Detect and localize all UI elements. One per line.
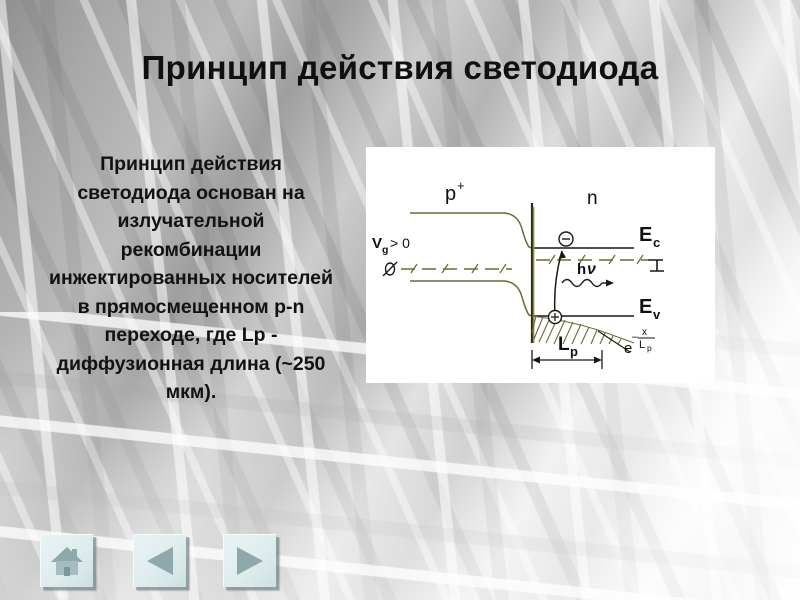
home-icon xyxy=(51,547,83,576)
electron-symbol xyxy=(558,231,574,247)
label-conduction-band: E xyxy=(639,224,652,246)
decay-minus-sign: – xyxy=(632,331,639,343)
quasi-fermi-level-n xyxy=(536,254,664,272)
band-edges-group xyxy=(410,212,533,317)
label-n-region: n xyxy=(587,188,598,209)
label-exponential-decay: e – x L p xyxy=(624,327,655,357)
next-slide-button[interactable] xyxy=(223,534,276,587)
figure-background xyxy=(366,147,715,383)
label-valence-band: E xyxy=(639,296,652,318)
label-photon-h: h xyxy=(577,261,586,278)
previous-slide-button[interactable] xyxy=(133,534,186,587)
diffusion-length-dimension xyxy=(531,350,603,369)
label-p-superscript: + xyxy=(457,178,465,193)
label-bias-voltage: V xyxy=(372,235,382,252)
quasi-fermi-level-p xyxy=(401,263,512,274)
label-valence-band-subscript: v xyxy=(653,307,661,322)
label-bias-condition: > 0 xyxy=(390,235,410,251)
decay-denominator-p: p xyxy=(647,343,652,353)
decay-numerator: x xyxy=(642,327,647,338)
led-band-diagram-figure: p + n V g > 0 E c E v h ν L p e – x xyxy=(366,147,715,383)
decay-denominator-L: L xyxy=(639,339,645,351)
label-p-region: p xyxy=(445,183,456,205)
triangle-right-icon xyxy=(237,547,263,575)
hole-symbol xyxy=(547,309,563,325)
page-title: Принцип действия светодиода xyxy=(141,49,659,86)
fermi-level-phi-symbol xyxy=(382,261,398,277)
decay-base: e xyxy=(624,340,632,357)
triangle-left-icon xyxy=(147,547,173,575)
label-diffusion-length: L xyxy=(558,334,570,355)
hole-distribution-hatching xyxy=(531,315,635,345)
slide-body-text: Принцип действия светодиода основан на и… xyxy=(49,153,333,403)
decay-leader-line xyxy=(597,330,631,353)
home-button[interactable] xyxy=(40,534,93,587)
recombination-arrow xyxy=(553,250,566,317)
label-photon-nu: ν xyxy=(587,261,596,278)
label-conduction-band-subscript: c xyxy=(653,235,660,250)
photon-wave-arrow xyxy=(561,278,614,288)
label-diffusion-length-subscript: p xyxy=(570,344,578,359)
label-bias-subscript: g xyxy=(382,244,388,256)
